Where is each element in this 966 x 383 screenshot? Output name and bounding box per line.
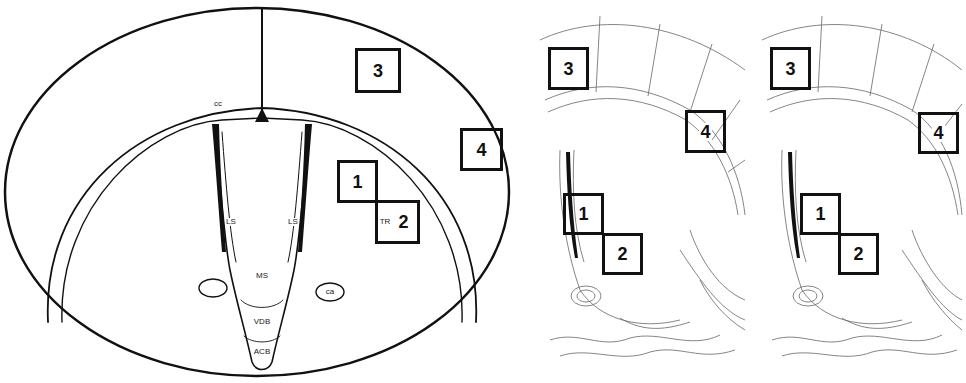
region-box: 1 [337,160,378,203]
region-box: 1 [800,193,841,235]
region-number: 4 [699,123,711,141]
structure-label: ca [325,288,335,296]
region-number: 1 [577,205,589,223]
structure-label: LS [225,218,237,226]
region-number: 2 [616,245,628,263]
structure-label: MS [255,272,269,280]
region-number: 4 [475,141,487,159]
structure-label: VDB [253,318,271,326]
region-number: 3 [784,60,796,78]
structure-label: ACB [253,348,271,356]
region-number: 2 [852,245,864,263]
region-number: 1 [814,205,826,223]
region-box: 1 [563,193,604,235]
region-number: 4 [932,124,944,142]
coronal-section-left [5,8,509,376]
region-number: 3 [562,60,574,78]
atlas-plate-right [762,16,962,356]
structure-label: cc [213,100,223,108]
region-box: 3 [548,47,589,90]
structure-label: LS [287,218,299,226]
region-box: 4 [685,110,726,153]
region-box: 2 [838,233,879,275]
region-box: 3 [355,48,401,93]
region-number: 3 [372,62,384,80]
region-number: 1 [351,173,363,191]
structure-label: TR [379,218,392,226]
atlas-plate-middle [540,16,745,356]
region-box: 4 [460,128,503,171]
region-box: 2 [602,233,643,275]
region-box: 4 [918,112,959,154]
region-box: 3 [770,47,811,90]
region-number: 2 [397,213,409,231]
